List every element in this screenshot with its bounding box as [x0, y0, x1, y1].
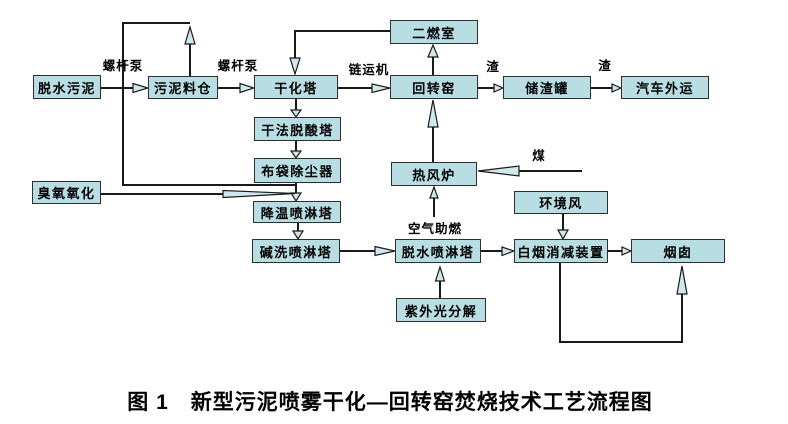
node-uv-decomposition: 紫外光分解	[396, 298, 486, 322]
node-dewatering-spray-tower: 脱水喷淋塔	[395, 239, 481, 263]
arrow-dewatering-spray-to-white-smoke-device	[481, 246, 516, 257]
arrow-alkali-spray-to-dewatering-spray	[340, 245, 396, 257]
edge-label-slag-2: 渣	[598, 59, 612, 73]
node-ozone-oxidation: 臭氧氧化	[32, 181, 101, 204]
node-rotary-kiln: 回转窑	[390, 75, 478, 99]
node-dry-deacidification-tower: 干法脱酸塔	[254, 117, 341, 141]
node-chimney: 烟囱	[631, 239, 725, 263]
node-truck-transport-out: 汽车外运	[621, 76, 709, 99]
arrow-uv-decomposition-to-dewatering-spray	[434, 265, 446, 298]
edge-label-chain-conveyor: 链运机	[348, 63, 390, 77]
arrow-deacidification-to-bag-filter	[289, 141, 303, 160]
arrow-rotary-kiln-to-slag-tank	[478, 83, 505, 93]
arrow-hot-blast-stove-to-rotary-kiln	[427, 99, 439, 162]
edge-label-slag-1: 渣	[486, 60, 500, 74]
node-sludge-silo: 污泥料仓	[148, 76, 218, 99]
arrow-white-smoke-device-to-chimney	[608, 246, 633, 256]
arrow-sludge-silo-to-drying-tower	[218, 82, 256, 94]
arrow-secondary-chamber-to-drying-tower	[289, 30, 390, 77]
arrow-ozone-to-cooling-spray-junction	[101, 189, 296, 199]
node-dewatered-sludge: 脱水污泥	[33, 75, 101, 99]
edge-label-screw-pump-1: 螺杆泵	[102, 59, 144, 73]
node-secondary-combustion-chamber: 二燃室	[390, 20, 478, 44]
arrow-drying-tower-to-deacidification-tower	[289, 99, 303, 119]
node-alkali-washing-spray-tower: 碱洗喷淋塔	[252, 239, 340, 263]
arrow-slag-tank-to-truck	[591, 83, 623, 93]
arrow-white-smoke-device-bottom-to-chimney-bottom	[559, 263, 688, 343]
node-bag-dust-collector: 布袋除尘器	[254, 158, 341, 183]
node-ambient-air: 环境风	[514, 191, 608, 214]
arrow-ambient-air-to-white-smoke-device	[556, 214, 570, 241]
figure-caption: 图 1 新型污泥喷雾干化—回转窑焚烧技术工艺流程图	[127, 391, 653, 414]
node-drying-tower: 干化塔	[254, 75, 338, 99]
arrow-drying-tower-to-rotary-kiln	[338, 83, 391, 94]
arrow-dewatered-sludge-to-sludge-silo	[101, 82, 151, 94]
edge-label-screw-pump-2: 螺杆泵	[217, 59, 259, 73]
node-slag-storage-tank: 储渣罐	[503, 76, 591, 99]
edge-label-coal: 煤	[532, 149, 546, 163]
arrow-combustion-air-to-hot-blast-stove	[429, 185, 439, 217]
node-hot-blast-stove: 热风炉	[391, 162, 477, 186]
arrow-coal-to-hot-blast-stove	[477, 165, 582, 177]
arrow-cooling-spray-to-alkali-spray	[291, 223, 305, 241]
edge-label-combustion-air: 空气助燃	[407, 222, 462, 236]
line-silo-vent-to-cooling-spray-junction	[122, 22, 296, 186]
node-cooling-spray-tower: 降温喷淋塔	[253, 201, 341, 223]
node-white-smoke-reduction-device: 白烟消减装置	[514, 239, 608, 263]
